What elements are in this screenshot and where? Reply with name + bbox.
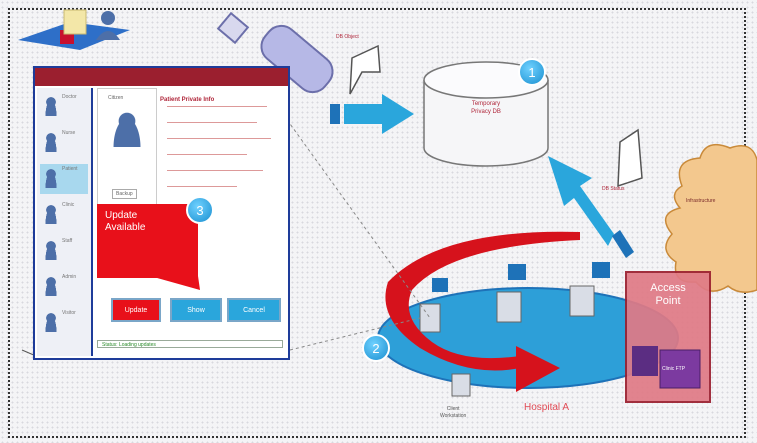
info-line [167,154,247,155]
sidebar-item-label: Patient [62,166,78,172]
sidebar-item-label: Staff [62,238,73,244]
window-title-bar [35,68,288,86]
sidebar-item[interactable]: Doctor [40,92,88,122]
sidebar-item-label: Clinic [62,202,75,208]
sidebar-item[interactable]: Nurse [40,128,88,158]
update-callout[interactable]: Update Available [97,204,198,278]
sidebar-item[interactable]: Staff [40,236,88,266]
database-cylinder [423,61,549,167]
db-object-label: DB Object [336,34,359,40]
sidebar-item[interactable]: Clinic [40,200,88,230]
sidebar-item-selected[interactable]: Patient [40,164,88,194]
transfer-arrow [330,94,414,134]
sidebar-item[interactable]: Visitor [40,308,88,338]
sidebar-item-label: Nurse [62,130,76,136]
info-line [167,106,267,107]
db-status-document [617,128,643,188]
access-point-line1: Access [650,282,686,294]
info-line [167,122,257,123]
user-icon [44,204,58,224]
sidebar-item[interactable]: Admin [40,272,88,302]
step-number-1: 1 [518,58,546,86]
panel-title: Patient Private Info [160,97,215,103]
workstation-icons [419,262,610,397]
detail-card-label: Citizen [108,95,124,101]
avatar [110,111,144,147]
router-box [632,346,658,376]
user-icon [44,96,58,116]
step-number-3: 3 [186,196,214,224]
callout-line1: Update [105,210,138,221]
infrastructure-cloud [664,143,757,293]
clinic-ftp-box [659,349,701,389]
private-info-panel [161,88,285,288]
folder-icon [63,9,87,35]
user-icon [44,132,58,152]
user-icon [44,276,58,296]
red-sync-arrow [385,231,580,392]
callout-line2: Available [105,222,146,233]
client-label-line2: Workstation [440,413,467,419]
detail-card: Citizen Backup [97,88,157,214]
db-object-document [349,44,381,95]
connector-line [289,317,421,351]
info-line [167,186,237,187]
client-workstation-label: Client Workstation [440,406,466,420]
db-label-line1: Temporary [471,101,501,107]
sidebar-item-label: Visitor [62,310,76,316]
detail-card-sublabel[interactable]: Backup [112,189,137,199]
sidebar-item-label: Doctor [62,94,77,100]
user-sidebar: Doctor Nurse Patient Clinic Staff Admin [37,88,93,356]
clinic-ftp-label: Clinic FTP [662,366,686,372]
user-icon [44,240,58,260]
access-point-line2: Point [655,295,681,307]
person-icon [96,11,120,40]
upload-arrow [548,156,634,258]
db-status-label: DB Status [602,186,625,192]
status-bar: Status: Loading updates [97,340,283,348]
sidebar-item-label: Admin [62,274,77,280]
cloud-label: Infrastructure [686,198,716,204]
show-button[interactable]: Show [170,298,222,322]
info-line [167,138,271,139]
user-icon [44,312,58,332]
hospital-label: Hospital A [524,402,570,413]
client-label-line1: Client [446,406,460,412]
db-label: Temporary Privacy DB [440,100,532,116]
connector-line [279,109,431,319]
access-point-label: Access Point [628,282,708,308]
info-line [167,170,263,171]
cancel-button[interactable]: Cancel [227,298,281,322]
db-label-line2: Privacy DB [471,109,501,115]
step-number-2: 2 [362,334,390,362]
user-icon [44,168,58,188]
update-button[interactable]: Update [111,298,161,322]
